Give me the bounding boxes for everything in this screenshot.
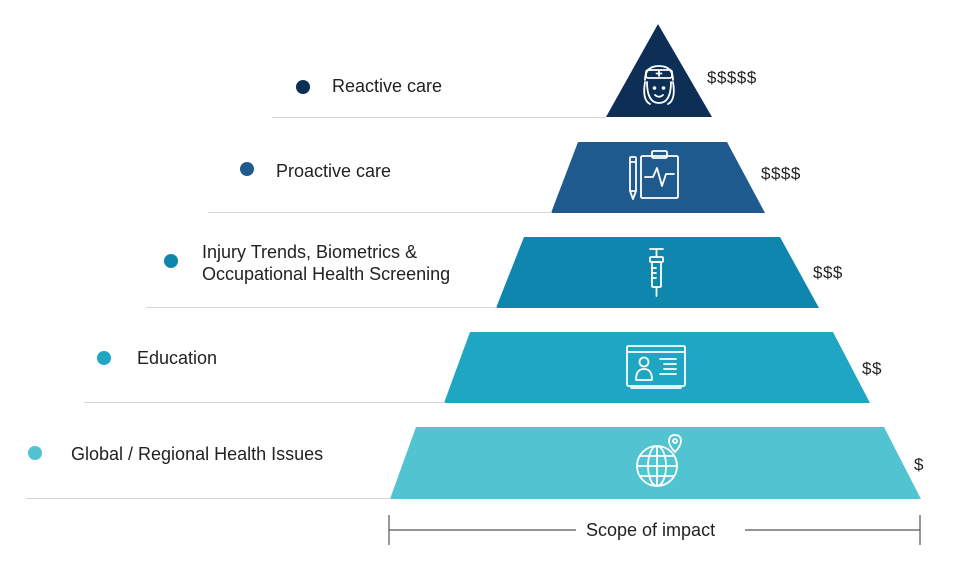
label-education: Education bbox=[137, 348, 218, 368]
bullet-education bbox=[97, 351, 111, 365]
divider-global bbox=[26, 498, 391, 499]
label-reactive: Reactive care bbox=[332, 76, 443, 96]
syringe-icon bbox=[649, 248, 664, 297]
clipboard-heartbeat-icon bbox=[629, 150, 679, 200]
scope-axis bbox=[388, 515, 921, 545]
tier-education bbox=[444, 332, 870, 403]
globe-location-icon bbox=[636, 434, 682, 487]
nurse-icon bbox=[643, 65, 675, 105]
bullet-screening bbox=[164, 254, 178, 268]
divider-reactive bbox=[272, 117, 606, 118]
bullet-global bbox=[28, 446, 42, 460]
tier-global bbox=[390, 427, 921, 499]
bullet-reactive bbox=[296, 80, 310, 94]
label-proactive: Proactive care bbox=[276, 161, 392, 181]
bullet-proactive bbox=[240, 162, 254, 176]
cost-education: $$ bbox=[862, 359, 882, 378]
divider-proactive bbox=[208, 212, 552, 213]
cost-global: $ bbox=[914, 455, 924, 474]
tier-screening bbox=[496, 237, 819, 308]
label-screening-line2: Occupational Health Screening bbox=[202, 264, 451, 284]
cost-screening: $$$ bbox=[813, 263, 843, 282]
label-screening-line1: Injury Trends, Biometrics & bbox=[202, 242, 418, 262]
divider-education bbox=[84, 402, 445, 403]
tier-proactive bbox=[551, 142, 765, 213]
cost-proactive: $$$$ bbox=[761, 164, 801, 183]
scope-of-impact-label: Scope of impact bbox=[580, 520, 722, 541]
id-card-icon bbox=[626, 345, 686, 389]
label-global: Global / Regional Health Issues bbox=[71, 444, 324, 464]
cost-reactive: $$$$$ bbox=[707, 68, 757, 87]
divider-screening bbox=[146, 307, 497, 308]
